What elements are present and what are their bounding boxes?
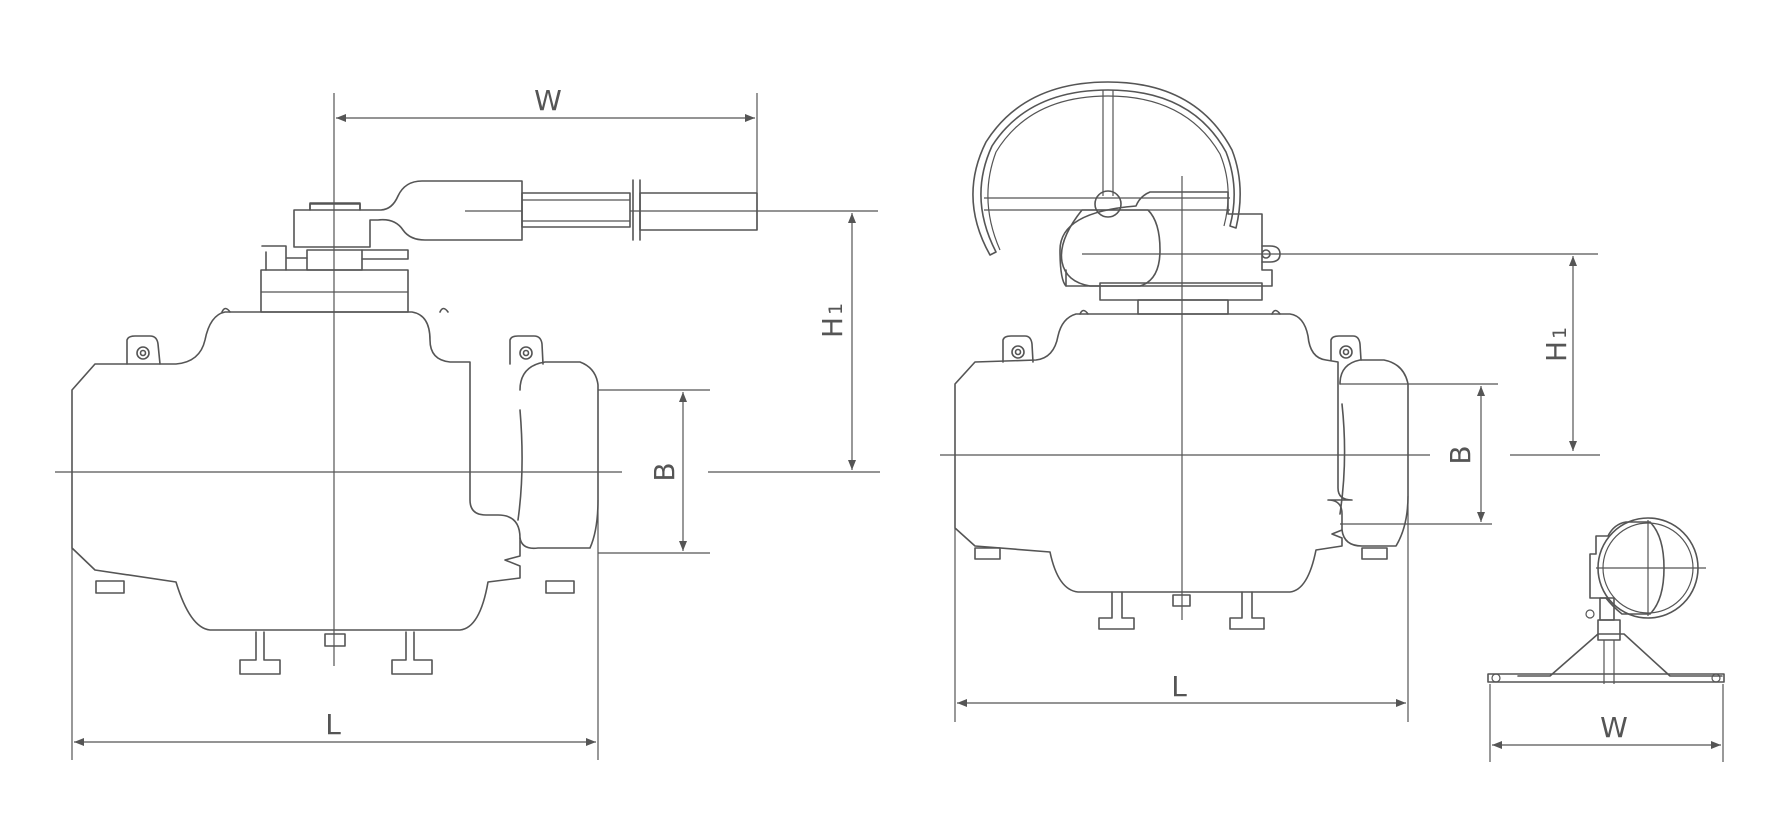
lever-valve-lifting-lug-right <box>509 335 544 365</box>
lever-valve-foot-tab-left <box>95 580 125 594</box>
side-view-stem-collar <box>1597 619 1621 641</box>
lever-valve-stop-pin <box>261 245 409 271</box>
lever-valve-view <box>71 179 758 675</box>
gear-dimension-l-label: L <box>1171 670 1187 703</box>
gear-valve-lifting-lug-right <box>1330 335 1362 361</box>
lever-valve-foot-tab-right <box>545 580 575 594</box>
lever-dimension-w: W <box>336 84 758 230</box>
gear-valve-view <box>954 81 1409 630</box>
gear-dimension-h1-label: H1 <box>1540 327 1573 362</box>
gear-handwheel-rim <box>972 81 1241 256</box>
lever-valve-lug-hole-right <box>519 346 533 360</box>
gear-valve-centerlines <box>940 176 1600 620</box>
lever-cap <box>309 202 361 211</box>
gear-handwheel-spoke-vertical <box>1102 90 1114 196</box>
gear-valve-foot-tab-right <box>1361 547 1388 560</box>
gear-handwheel-inner-rim <box>987 95 1229 251</box>
side-view-base-bar <box>1487 673 1725 683</box>
gear-handwheel-spoke-horizontal <box>984 197 1230 211</box>
gear-valve-lifting-lug-left <box>1002 335 1034 363</box>
lever-dimension-h1: H1 <box>816 213 856 470</box>
gear-valve-foot-tab-left <box>974 547 1001 560</box>
gear-valve-right-flange <box>1339 359 1409 547</box>
lever-dimension-h1-sub: 1 <box>825 303 847 315</box>
lever-valve-drain-plug <box>324 633 346 647</box>
gear-dimension-l: L <box>954 496 1409 722</box>
gear-dimension-b-label: B <box>1444 445 1477 464</box>
gear-valve-bonnet-bumps <box>1079 309 1281 315</box>
gear-valve-mounting-plate <box>1137 299 1229 315</box>
lever-valve-lug-hole-left <box>136 346 150 360</box>
side-dimension-w: W <box>1489 684 1724 762</box>
side-view-stem <box>1599 597 1615 621</box>
gear-valve-support-right <box>1229 591 1265 630</box>
gear-dimension-b: B <box>1340 383 1498 525</box>
lever-valve-bonnet-bumps <box>221 307 449 313</box>
side-view <box>1487 517 1725 684</box>
lever-dimension-w-label: W <box>534 84 562 117</box>
gear-valve-lug-hole-right <box>1339 345 1353 359</box>
lever-pipe-coupling <box>632 179 641 241</box>
lever-valve-lifting-lug-left <box>126 335 161 365</box>
side-view-grease-fitting <box>1585 609 1595 619</box>
lever-valve-body <box>71 311 521 631</box>
lever-valve-right-flange <box>517 361 599 550</box>
gear-dimension-h1: H1 <box>1540 256 1577 451</box>
lever-dimension-h1-label: H1 <box>816 303 849 338</box>
lever-valve-support-right <box>391 631 433 675</box>
side-view-gearbox <box>1589 521 1665 615</box>
side-view-bracket <box>1517 633 1723 677</box>
gear-valve-gearbox-base <box>1099 282 1263 301</box>
lever-extension-pipe <box>521 192 631 228</box>
lever-handle <box>293 180 523 248</box>
gear-valve-lug-hole-left <box>1011 345 1025 359</box>
lever-dimension-l-label: L <box>325 708 341 741</box>
gear-dimension-h1-sub: 1 <box>1549 327 1571 339</box>
gear-valve-support-left <box>1098 591 1135 630</box>
side-dimension-w-label: W <box>1600 711 1628 744</box>
lever-dimension-b-label: B <box>648 462 681 481</box>
lever-valve-support-left <box>239 631 281 675</box>
lever-dimension-h1-main: H <box>816 317 849 338</box>
lever-valve-centerlines <box>55 93 880 666</box>
gear-handwheel-hub <box>1094 190 1122 218</box>
gear-dimension-h1-main: H <box>1540 341 1573 362</box>
side-view-stem-lower <box>1603 640 1615 684</box>
lever-dimension-b: B <box>598 389 710 554</box>
gearbox-side-lobe <box>1060 209 1161 287</box>
lever-dimension-l: L <box>71 500 599 760</box>
gear-valve-body <box>954 313 1353 593</box>
